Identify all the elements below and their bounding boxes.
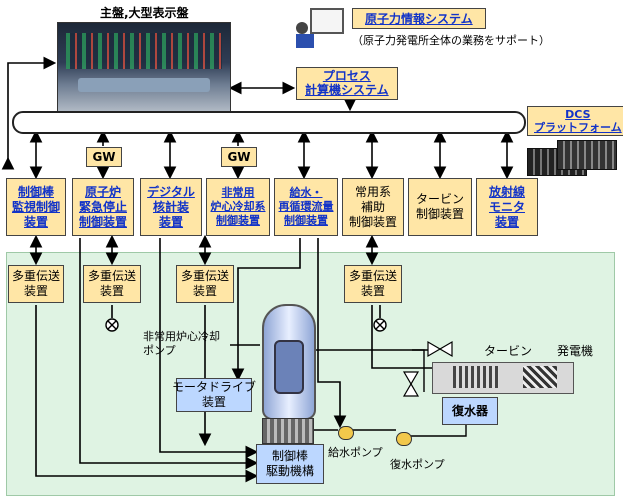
transmission-unit-1: 多重伝送 装置 [8, 265, 64, 303]
transmission-unit-4: 多重伝送 装置 [344, 265, 402, 303]
reactor-base [262, 418, 314, 444]
controller-eccs[interactable]: 非常用 炉心冷却系 制御装置 [206, 178, 270, 236]
feed-pump-label: 給水ポンプ [328, 446, 383, 459]
reactor-vessel [262, 304, 316, 420]
info-system-note: （原子力発電所全体の業務をサポート） [352, 34, 550, 47]
transmission-unit-3: 多重伝送 装置 [176, 265, 234, 303]
panel-title: 主盤,大型表示盤 [100, 6, 189, 20]
condensate-pump-label: 復水ポンプ [390, 458, 445, 471]
info-system-link[interactable]: 原子力情報システム [352, 8, 486, 29]
condensate-pump-icon [396, 432, 412, 446]
dcs-bus [12, 111, 526, 134]
control-rod-drive: 制御棒 駆動機構 [256, 444, 324, 484]
controller-rod-monitor[interactable]: 制御棒 監視制御 装置 [6, 178, 66, 236]
gateway-2: GW [221, 147, 257, 167]
controller-radiation[interactable]: 放射線 モニタ 装置 [476, 178, 538, 236]
operator-icon [296, 8, 344, 48]
generator-label: 発電機 [557, 344, 594, 358]
gateway-1: GW [86, 147, 122, 167]
controller-turbine: タービン 制御装置 [408, 178, 472, 236]
controller-scram[interactable]: 原子炉 緊急停止 制御装置 [72, 178, 134, 236]
control-room-image [57, 22, 231, 112]
dcs-platform-link[interactable]: DCS プラットフォーム [527, 106, 623, 137]
controller-feedwater[interactable]: 給水・ 再循環流量 制御装置 [274, 178, 338, 236]
turbine-label: タービン [484, 344, 533, 358]
controller-nuclear-instrument[interactable]: デジタル 核計装 装置 [140, 178, 202, 236]
turbine-generator [432, 362, 574, 394]
process-computer-link[interactable]: プロセス 計算機システム [296, 67, 398, 100]
motor-drive-unit: モータドライブ 装置 [172, 378, 256, 412]
eccs-pump-label: 非常用炉心冷却 ポンプ [143, 330, 220, 357]
condenser: 復水器 [442, 397, 498, 425]
transmission-unit-2: 多重伝送 装置 [83, 265, 141, 303]
feed-pump-icon [338, 426, 354, 440]
rack-image [527, 140, 617, 178]
controller-aux: 常用系 補助 制御装置 [342, 178, 404, 236]
